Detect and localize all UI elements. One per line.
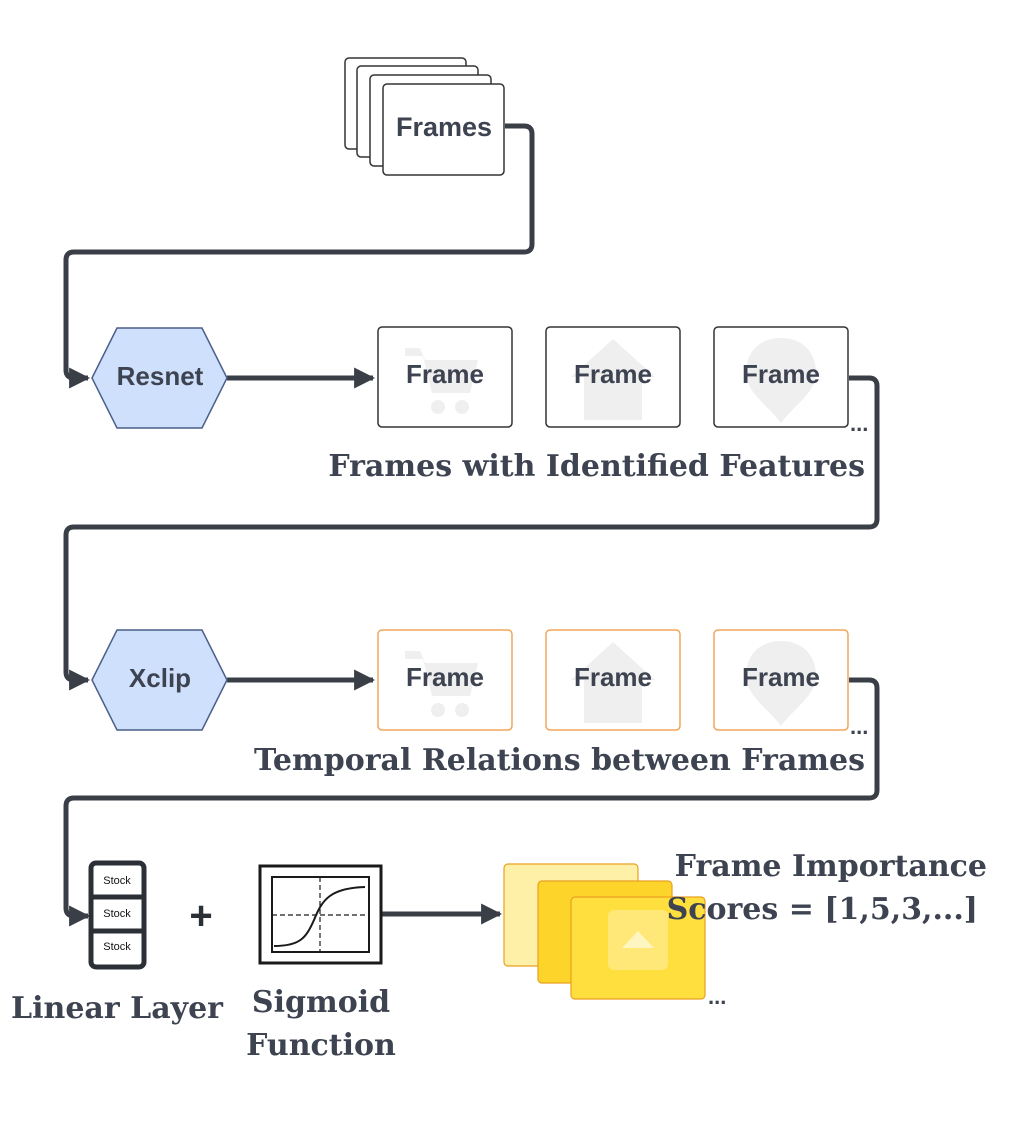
linear-cell-2: Stock bbox=[103, 908, 131, 920]
importance-scores-line1: Frame Importance bbox=[675, 849, 987, 884]
sigmoid-icon bbox=[258, 864, 383, 965]
output-ellipsis: ... bbox=[708, 984, 726, 1009]
home-icon bbox=[571, 642, 655, 723]
stage2-caption: Temporal Relations between Frames bbox=[254, 743, 865, 778]
stage2-ellipsis: ... bbox=[850, 714, 868, 739]
linear-cell-1: Stock bbox=[103, 875, 131, 887]
stage1-frame-label-2: Frame bbox=[574, 359, 652, 389]
map-pin-icon bbox=[746, 338, 816, 423]
stage1-frame-label-3: Frame bbox=[742, 359, 820, 389]
stage1-frames: Frame Frame Frame ... bbox=[377, 326, 868, 436]
sigmoid-caption-line1: Sigmoid bbox=[252, 985, 390, 1020]
linear-layer-caption: Linear Layer bbox=[11, 991, 224, 1026]
home-icon bbox=[571, 339, 655, 420]
frames-stack-label: Frames bbox=[396, 112, 492, 142]
map-pin-icon bbox=[746, 641, 816, 726]
resnet-node: Resnet bbox=[91, 327, 228, 429]
connectors bbox=[63, 123, 880, 927]
sigmoid-caption-line2: Function bbox=[246, 1028, 396, 1063]
xclip-label: Xclip bbox=[129, 663, 191, 693]
xclip-node: Xclip bbox=[91, 629, 228, 731]
image-icon bbox=[608, 910, 668, 970]
resnet-label: Resnet bbox=[117, 361, 204, 391]
stage1-caption: Frames with Identified Features bbox=[328, 449, 865, 484]
stage2-frame-label-3: Frame bbox=[742, 662, 820, 692]
linear-cell-3: Stock bbox=[103, 941, 131, 953]
stage2-frame-label-1: Frame bbox=[406, 662, 484, 692]
output-image-stack bbox=[503, 863, 706, 1000]
stage2-frames: Frame Frame Frame ... bbox=[377, 629, 868, 739]
plus-sign: + bbox=[189, 894, 212, 938]
stage1-frame-label-1: Frame bbox=[406, 359, 484, 389]
linear-layer-icon: Stock Stock Stock bbox=[88, 860, 147, 970]
frames-stack: Frames bbox=[344, 57, 505, 176]
stage1-ellipsis: ... bbox=[850, 411, 868, 436]
connector-frames-to-resnet bbox=[63, 123, 535, 389]
connector-stage2-to-linear bbox=[63, 677, 880, 927]
cart-icon bbox=[405, 651, 478, 717]
connector-stage1-to-xclip bbox=[63, 375, 880, 691]
importance-scores-line2: Scores = [1,5,3,...] bbox=[667, 892, 978, 927]
cart-icon bbox=[405, 348, 478, 414]
stage2-frame-label-2: Frame bbox=[574, 662, 652, 692]
